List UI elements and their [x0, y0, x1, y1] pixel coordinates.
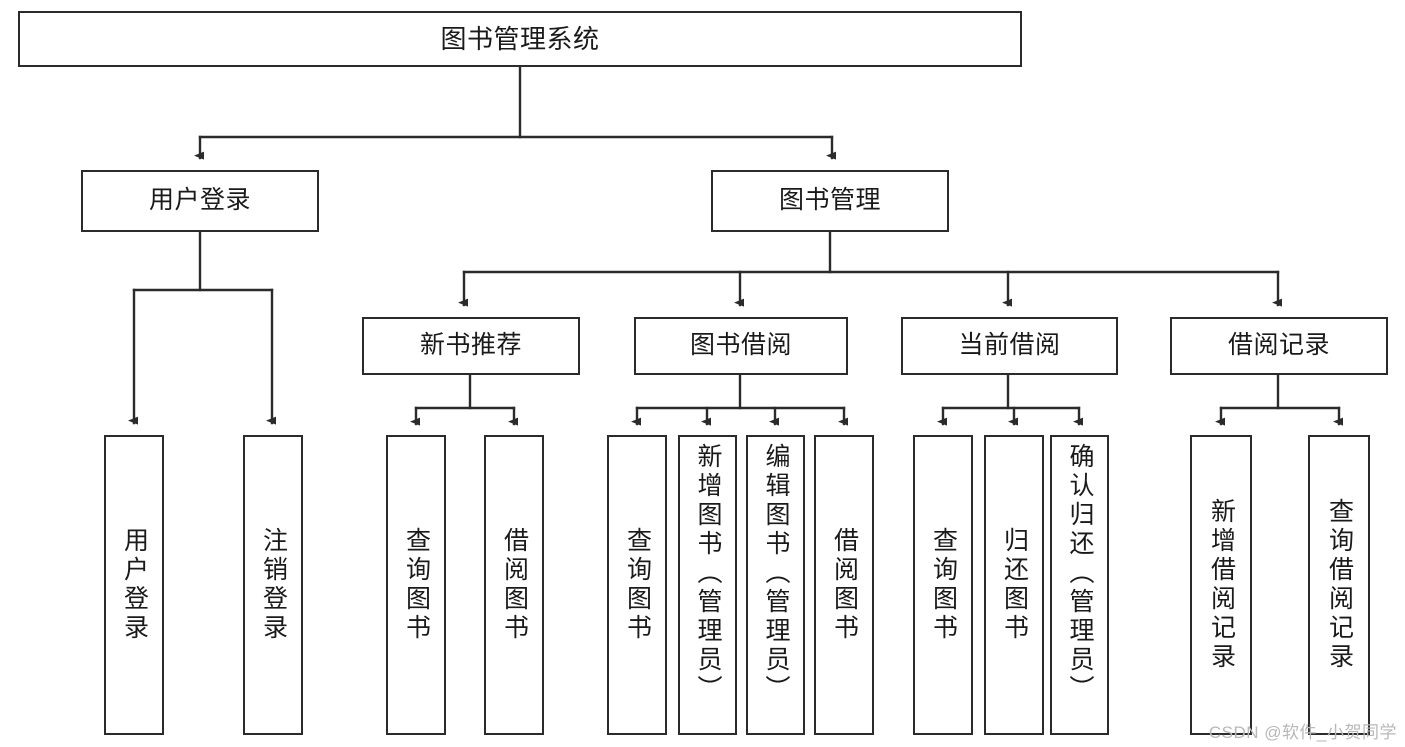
node-root-label: 图书管理系统 — [440, 23, 600, 54]
node-leaf-query-borrow-record-label: 查询借阅记录 — [1325, 498, 1354, 672]
node-leaf-borrow-book-rec-label: 借阅图书 — [500, 527, 529, 643]
node-leaf-query-book-rec[interactable]: 查询图书 — [386, 435, 446, 735]
node-leaf-user-logout-label: 注销登录 — [259, 527, 288, 643]
node-leaf-add-borrow-record-label: 新增借阅记录 — [1207, 498, 1236, 672]
node-leaf-borrow-book-label: 借阅图书 — [830, 527, 859, 643]
node-leaf-return-book[interactable]: 归还图书 — [984, 435, 1044, 735]
node-new-book-rec[interactable]: 新书推荐 — [362, 317, 580, 375]
node-user-login[interactable]: 用户登录 — [81, 170, 319, 232]
node-current-borrow[interactable]: 当前借阅 — [901, 317, 1118, 375]
node-root[interactable]: 图书管理系统 — [18, 11, 1022, 67]
node-borrow-record-label: 借阅记录 — [1227, 331, 1330, 360]
watermark: CSDN @软件_小贺同学 — [1208, 723, 1397, 742]
node-leaf-user-login-label: 用户登录 — [120, 527, 149, 643]
node-leaf-borrow-book-rec[interactable]: 借阅图书 — [484, 435, 544, 735]
node-user-login-label: 用户登录 — [148, 186, 251, 215]
node-leaf-query-book-current[interactable]: 查询图书 — [913, 435, 973, 735]
node-new-book-rec-label: 新书推荐 — [419, 331, 522, 360]
node-leaf-edit-book-admin-label: 编辑图书（管理员） — [762, 443, 790, 704]
node-leaf-confirm-return-admin[interactable]: 确认归还（管理员） — [1050, 435, 1109, 735]
node-leaf-edit-book-admin[interactable]: 编辑图书（管理员） — [746, 435, 805, 735]
node-leaf-query-book-rec-label: 查询图书 — [402, 527, 431, 643]
node-leaf-add-borrow-record[interactable]: 新增借阅记录 — [1190, 435, 1252, 735]
node-leaf-query-book-current-label: 查询图书 — [929, 527, 958, 643]
node-leaf-query-borrow-record[interactable]: 查询借阅记录 — [1308, 435, 1370, 735]
node-leaf-borrow-book[interactable]: 借阅图书 — [814, 435, 874, 735]
node-borrow-record[interactable]: 借阅记录 — [1170, 317, 1388, 375]
node-book-borrow-label: 图书借阅 — [689, 331, 792, 360]
node-leaf-user-logout[interactable]: 注销登录 — [243, 435, 303, 735]
node-book-manage-label: 图书管理 — [778, 186, 881, 215]
node-leaf-user-login[interactable]: 用户登录 — [104, 435, 164, 735]
node-leaf-add-book-admin-label: 新增图书（管理员） — [694, 443, 722, 704]
node-leaf-query-book-borrow-label: 查询图书 — [623, 527, 652, 643]
node-book-manage[interactable]: 图书管理 — [711, 170, 949, 232]
node-book-borrow[interactable]: 图书借阅 — [634, 317, 848, 375]
node-leaf-query-book-borrow[interactable]: 查询图书 — [607, 435, 667, 735]
node-leaf-confirm-return-admin-label: 确认归还（管理员） — [1066, 443, 1094, 704]
node-leaf-return-book-label: 归还图书 — [1000, 527, 1029, 643]
node-current-borrow-label: 当前借阅 — [958, 331, 1061, 360]
node-leaf-add-book-admin[interactable]: 新增图书（管理员） — [678, 435, 737, 735]
